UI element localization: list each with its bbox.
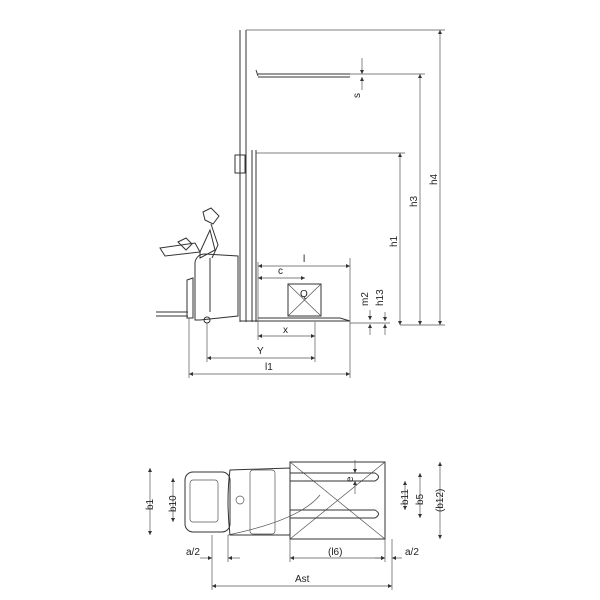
label-m2: m2 [360,292,371,306]
length-dimensions-top: a/2 (l6) a/2 Ast [186,535,419,590]
label-Q: Q [300,289,308,300]
side-view: s Q h4 [156,29,445,378]
length-dimensions: l c x Y l1 [188,254,351,378]
label-b12: (b12) [435,489,446,512]
label-h4: h4 [429,173,440,185]
label-e: e [345,476,356,482]
label-b1: b1 [145,498,156,510]
label-Ast: Ast [295,574,310,585]
label-Y: Y [257,346,264,357]
mast [234,29,445,322]
label-b10: b10 [168,495,179,512]
raised-fork [255,69,425,78]
truck-body [156,253,239,324]
label-b11: b11 [400,489,411,505]
forks-top [227,461,386,540]
truck-body-top [184,467,291,536]
label-s: s [352,93,363,98]
label-a2-left: a/2 [186,547,200,558]
label-c: c [278,266,283,277]
label-a2-right: a/2 [405,547,419,558]
label-h13: h13 [375,289,386,306]
label-x: x [283,325,288,336]
width-dimensions: b1 b10 e b11 b5 (b12) [145,460,446,539]
operator-handle [159,207,220,259]
load-box: Q [287,283,322,317]
label-b5: b5 [415,493,426,505]
height-dimensions: h4 h3 h1 m2 h13 [256,30,445,335]
label-h1: h1 [389,235,400,247]
fork-thickness-dimension: s [352,58,365,98]
label-h3: h3 [409,195,420,207]
label-l: l [303,254,305,265]
top-view: b1 b10 e b11 b5 (b12) a/2 (l6) [145,460,446,590]
label-l1: l1 [265,362,273,373]
label-l6: (l6) [328,547,342,558]
